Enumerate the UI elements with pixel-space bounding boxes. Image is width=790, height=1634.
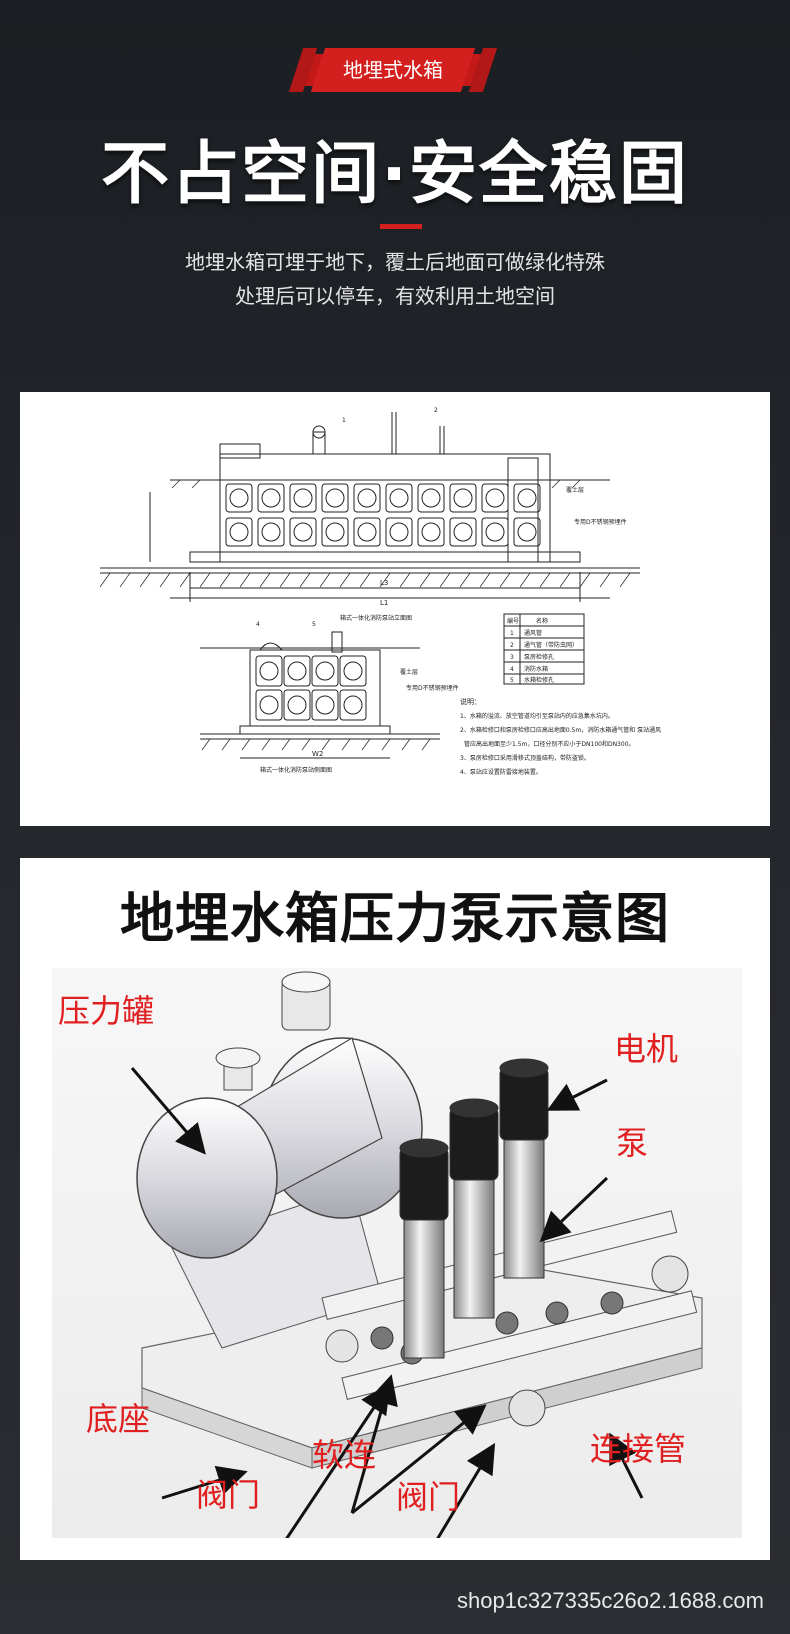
- tag-stripe-right: [468, 48, 498, 92]
- tag-label: 地埋式水箱: [343, 58, 443, 82]
- label-valve-left: 阀门: [196, 1476, 261, 1514]
- legend-row-4-name: 消防水箱: [524, 665, 548, 673]
- side-caption: 箱式一体化消防泵站侧面图: [260, 766, 332, 774]
- callout-2: 2: [434, 407, 438, 414]
- legend-row-2-no: 2: [510, 642, 514, 649]
- note-4: 4、泵站应设置防雷接地装置。: [460, 768, 542, 776]
- label-pressure-tank: 压力罐: [58, 992, 155, 1030]
- soil-label: 覆土层: [566, 486, 584, 494]
- soil-label-side: 覆土层: [400, 668, 418, 676]
- headline: 不占空间·安全稳固: [101, 135, 689, 214]
- technical-drawing-panel: 1 2 4 5 L1 L3 W2 箱式一体化消防泵站立面图 箱式一体化消防泵站侧…: [20, 392, 770, 826]
- schematic-illustration: [52, 968, 742, 1569]
- legend-row-2-name: 通气管（带防虫网）: [524, 641, 578, 649]
- label-connecting-pipe: 连接管: [590, 1430, 687, 1468]
- legend-row-1-name: 通风管: [524, 629, 542, 637]
- label-valve-right: 阀门: [396, 1478, 461, 1516]
- label-pump: 泵: [616, 1124, 649, 1162]
- dim-l1: L1: [380, 599, 388, 607]
- legend-row-5-name: 水箱检修孔: [524, 676, 554, 684]
- legend-row-1-no: 1: [510, 630, 514, 637]
- callout-1: 1: [342, 417, 346, 424]
- legend-header-name: 名称: [536, 617, 548, 625]
- pipe-label: 专用D不锈钢预埋件: [574, 518, 627, 526]
- note-3: 3、泵房检修口采用滑移式顶盖结构，带防盗锁。: [460, 754, 590, 762]
- description-line-2: 处理后可以停车，有效利用土地空间: [235, 284, 555, 308]
- callout-4: 4: [256, 621, 260, 628]
- dim-l3: L3: [380, 579, 388, 587]
- pump-system-illustration: [130, 971, 703, 1569]
- accent-divider: [380, 224, 422, 229]
- legend-row-4-no: 4: [510, 666, 514, 673]
- legend-row-5-no: 5: [510, 677, 514, 684]
- technical-drawing: 1 2 4 5 L1 L3 W2 箱式一体化消防泵站立面图 箱式一体化消防泵站侧…: [99, 407, 661, 776]
- elevation-caption: 箱式一体化消防泵站立面图: [340, 614, 412, 622]
- label-soft-joint: 软连: [312, 1436, 377, 1474]
- label-motor: 电机: [614, 1030, 679, 1068]
- legend-row-3-name: 泵房检修孔: [524, 653, 554, 661]
- callout-5: 5: [312, 621, 316, 628]
- note-2b: 管应高出地面至少1.5m，口径分别不应小于DN100和DN300。: [464, 740, 635, 748]
- note-1: 1、水箱的溢流、放空管道均引至泵站内的应急集水坑内。: [460, 712, 614, 720]
- schematic-title: 地埋水箱压力泵示意图: [120, 887, 670, 950]
- notes-title: 说明：: [460, 697, 481, 706]
- dim-w2: W2: [312, 750, 323, 758]
- legend-header-no: 编号: [507, 617, 519, 625]
- pipe-label-side: 专用D不锈钢预埋件: [406, 684, 459, 692]
- description-line-1: 地埋水箱可埋于地下，覆土后地面可做绿化特殊: [185, 250, 605, 274]
- label-base: 底座: [86, 1400, 151, 1438]
- shop-url: shop1c327335c26o2.1688.com: [456, 1588, 764, 1613]
- note-2: 2、水箱检修口和泵房检修口应高出地面0.5m，消防水箱通气管和 泵站通风: [460, 726, 661, 734]
- legend-row-3-no: 3: [510, 654, 514, 661]
- pump-schematic-panel: 地埋水箱压力泵示意图: [20, 858, 770, 1569]
